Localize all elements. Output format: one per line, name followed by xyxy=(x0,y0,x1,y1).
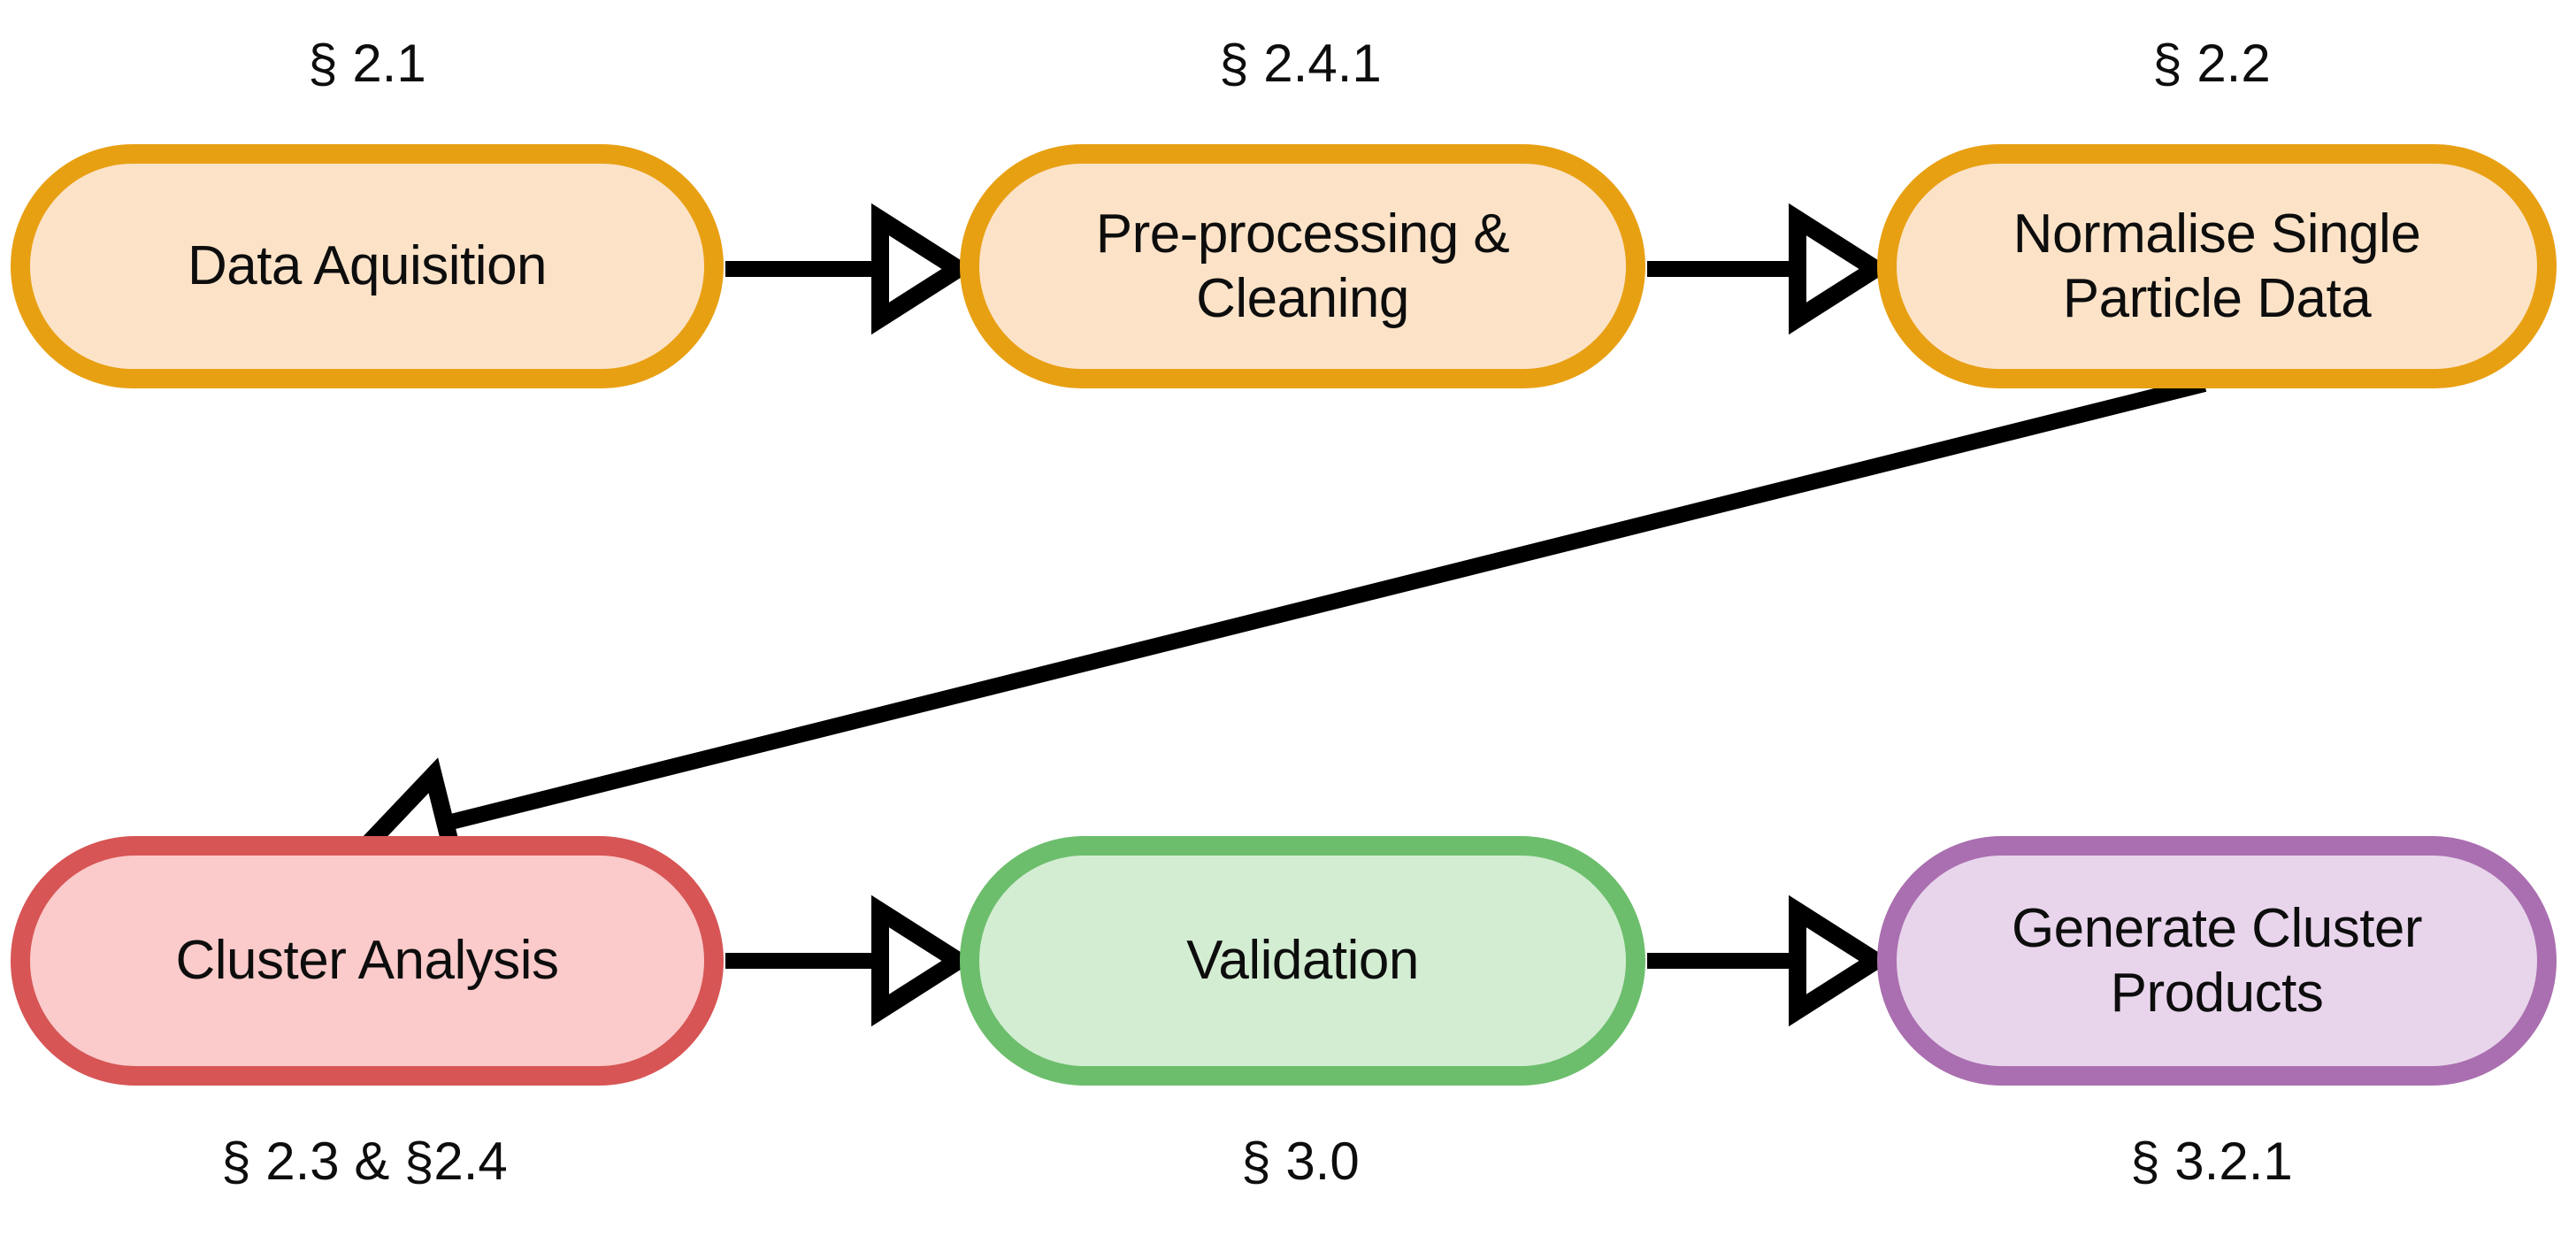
node-pre-processing-cleaning[interactable]: Pre-processing & Cleaning xyxy=(960,144,1645,388)
node-validation[interactable]: Validation xyxy=(960,836,1645,1086)
node-label-validation: Validation xyxy=(1186,930,1419,992)
section-tag-tag-2-3-2-4: § 2.3 & §2.4 xyxy=(221,1132,508,1191)
edge-preprocessing-to-normalise-arrowhead-icon xyxy=(1789,203,1892,335)
edge-normalise-to-cluster-analysis-shaft xyxy=(434,376,2207,833)
node-label-pre-processing-cleaning: Pre-processing & Cleaning xyxy=(1095,203,1510,329)
edge-acquisition-to-preprocessing xyxy=(725,203,975,335)
edge-preprocessing-to-normalise xyxy=(1647,203,1892,335)
edge-validation-to-generate-products-arrowhead-icon xyxy=(1789,894,1892,1027)
node-cluster-analysis[interactable]: Cluster Analysis xyxy=(11,836,724,1086)
section-tag-tag-3-2-1: § 3.2.1 xyxy=(2130,1132,2293,1191)
section-tag-tag-3-0: § 3.0 xyxy=(1241,1132,1360,1191)
node-label-normalise-single-particle-data: Normalise Single Particle Data xyxy=(2012,203,2421,329)
node-label-generate-cluster-products: Generate Cluster Products xyxy=(2011,897,2423,1024)
section-tag-tag-2-1: § 2.1 xyxy=(308,34,426,93)
section-tag-tag-2-2: § 2.2 xyxy=(2152,34,2271,93)
edge-cluster-analysis-to-validation-arrowhead-icon xyxy=(871,894,975,1027)
node-label-data-acquisition: Data Aquisition xyxy=(187,235,548,297)
edge-cluster-analysis-to-validation xyxy=(725,894,975,1027)
node-generate-cluster-products[interactable]: Generate Cluster Products xyxy=(1877,836,2557,1086)
node-label-cluster-analysis: Cluster Analysis xyxy=(175,930,559,992)
section-tag-tag-2-4-1: § 2.4.1 xyxy=(1219,34,1382,93)
edge-validation-to-generate-products xyxy=(1647,894,1892,1027)
node-normalise-single-particle-data[interactable]: Normalise Single Particle Data xyxy=(1877,144,2557,388)
edge-normalise-to-cluster-analysis xyxy=(353,376,2207,886)
node-data-acquisition[interactable]: Data Aquisition xyxy=(11,144,724,388)
edge-acquisition-to-preprocessing-arrowhead-icon xyxy=(871,203,975,335)
